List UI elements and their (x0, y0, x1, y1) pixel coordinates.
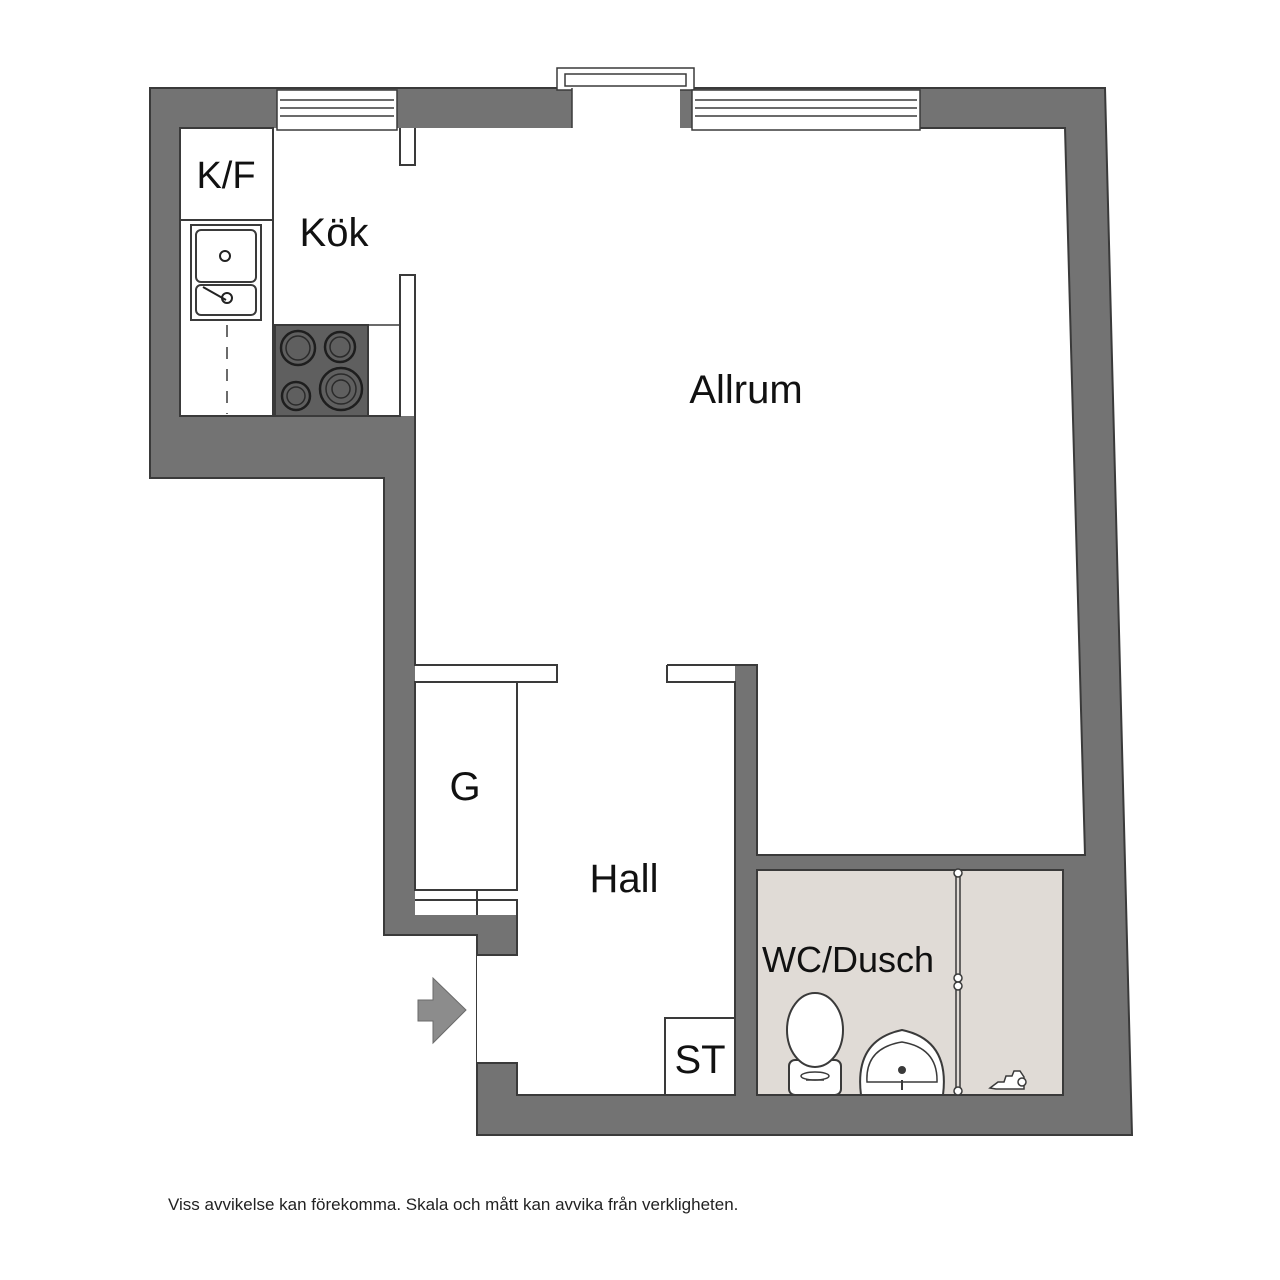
room-label-kok: Kök (300, 211, 370, 255)
wardrobe (414, 681, 518, 891)
room-label-st: ST (674, 1038, 725, 1082)
living-room-window (691, 89, 921, 131)
fridge-freezer (179, 127, 274, 221)
balcony-opening (572, 88, 680, 128)
bathroom (756, 868, 1064, 1096)
toilet-icon (786, 992, 844, 1096)
windows (276, 67, 921, 131)
entrance-arrow-icon (417, 976, 467, 1045)
room-label-hall: Hall (590, 857, 659, 901)
room-label-wc: WC/Dusch (762, 939, 934, 980)
room-label-allrum: Allrum (689, 368, 802, 412)
shower-icon (953, 868, 1027, 1096)
washbasin-icon (859, 1028, 945, 1096)
room-label-kf: K/F (196, 155, 255, 197)
kitchen-window (276, 89, 398, 131)
room-label-g: G (449, 765, 480, 809)
disclaimer-text: Viss avvikelse kan förekomma. Skala och … (168, 1195, 739, 1214)
kitchen-sink-icon (190, 224, 262, 321)
counter (179, 219, 274, 417)
stove-icon (274, 324, 369, 417)
storage-closet (664, 1017, 736, 1096)
kitchen-fixtures (179, 127, 400, 417)
